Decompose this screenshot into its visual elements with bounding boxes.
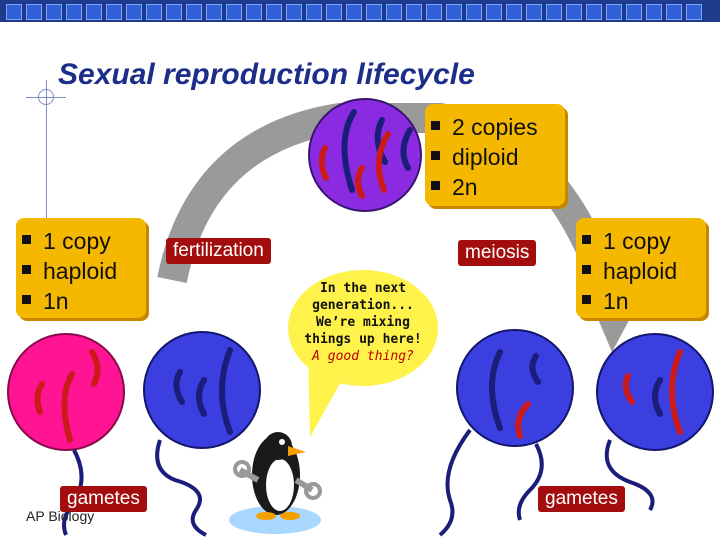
bullet-square-icon xyxy=(22,235,31,245)
bar-square-icon xyxy=(66,4,82,20)
diploid-cell xyxy=(308,98,422,212)
bar-square-icon xyxy=(6,4,22,20)
haploid-info-item: 1n xyxy=(582,286,700,316)
bar-square-icon xyxy=(26,4,42,20)
diploid-info-item: diploid xyxy=(431,142,559,172)
bar-square-icon xyxy=(466,4,482,20)
bar-square-icon xyxy=(126,4,142,20)
bar-square-icon xyxy=(266,4,282,20)
bar-square-icon xyxy=(186,4,202,20)
bar-square-icon xyxy=(286,4,302,20)
haploid-info-item: 1 copy xyxy=(22,226,140,256)
bullet-square-icon xyxy=(582,295,591,305)
diploid-info-item: 2n xyxy=(431,172,559,202)
bar-square-icon xyxy=(646,4,662,20)
bullet-square-icon xyxy=(582,235,591,245)
bullet-square-icon xyxy=(431,181,440,191)
bullet-square-icon xyxy=(22,295,31,305)
meiosis-label: meiosis xyxy=(458,240,537,266)
penguin-wrench-icon xyxy=(229,432,322,534)
speech-bubble xyxy=(288,270,438,386)
slide-title: Sexual reproduction lifecycle xyxy=(58,58,475,91)
guide-line-vertical xyxy=(46,80,47,240)
haploid-info-item: haploid xyxy=(582,256,700,286)
gamete-cell-blue-left xyxy=(143,331,261,537)
bullet-square-icon xyxy=(582,265,591,275)
diploid-info-box: 2 copies diploid 2n xyxy=(425,104,565,206)
gametes-label-right: gametes xyxy=(538,486,625,512)
bar-square-icon xyxy=(386,4,402,20)
footer-course-label: AP Biology xyxy=(26,508,95,524)
bar-square-icon xyxy=(366,4,382,20)
bar-square-icon xyxy=(326,4,342,20)
top-bar xyxy=(0,0,720,22)
bar-square-icon xyxy=(506,4,522,20)
callout-line: We’re mixing xyxy=(316,315,410,330)
bar-square-icon xyxy=(686,4,702,20)
callout-line: In the next xyxy=(319,281,407,296)
speech-bubble-text: In the next generation... We’re mixing t… xyxy=(292,280,434,365)
bar-square-icon xyxy=(586,4,602,20)
fertilization-label: fertilization xyxy=(166,238,271,264)
bar-square-icon xyxy=(626,4,642,20)
bar-square-icon xyxy=(426,4,442,20)
callout-line: things up here! xyxy=(304,332,422,347)
haploid-info-item: 1 copy xyxy=(582,226,700,256)
bar-square-icon xyxy=(546,4,562,20)
bar-square-icon xyxy=(206,4,222,20)
bar-square-icon xyxy=(106,4,122,20)
callout-line: generation... xyxy=(312,298,414,313)
haploid-info-box-right: 1 copy haploid 1n xyxy=(576,218,706,318)
bullet-square-icon xyxy=(22,265,31,275)
bar-square-icon xyxy=(346,4,362,20)
bar-square-icon xyxy=(86,4,102,20)
bar-square-icon xyxy=(486,4,502,20)
diploid-info-item: 2 copies xyxy=(431,112,559,142)
bar-square-icon xyxy=(606,4,622,20)
bar-square-icon xyxy=(246,4,262,20)
bar-square-icon xyxy=(306,4,322,20)
haploid-info-item: haploid xyxy=(22,256,140,286)
bar-square-icon xyxy=(146,4,162,20)
bullet-square-icon xyxy=(431,151,440,161)
callout-question: A good thing? xyxy=(312,349,414,364)
bar-square-icon xyxy=(526,4,542,20)
bar-square-icon xyxy=(166,4,182,20)
flagellum-icon xyxy=(438,428,472,537)
bar-square-icon xyxy=(46,4,62,20)
haploid-info-item: 1n xyxy=(22,286,140,316)
bar-square-icon xyxy=(446,4,462,20)
bar-square-icon xyxy=(226,4,242,20)
gametes-label-left: gametes xyxy=(60,486,147,512)
bar-square-icon xyxy=(566,4,582,20)
gamete-cell-blue-meiosis-2 xyxy=(596,333,714,511)
gamete-cell-blue-meiosis-1 xyxy=(456,329,574,521)
bar-square-icon xyxy=(406,4,422,20)
bullet-square-icon xyxy=(431,121,440,131)
haploid-info-box-left: 1 copy haploid 1n xyxy=(16,218,146,318)
bar-square-icon xyxy=(666,4,682,20)
crosshair-icon xyxy=(38,89,54,105)
